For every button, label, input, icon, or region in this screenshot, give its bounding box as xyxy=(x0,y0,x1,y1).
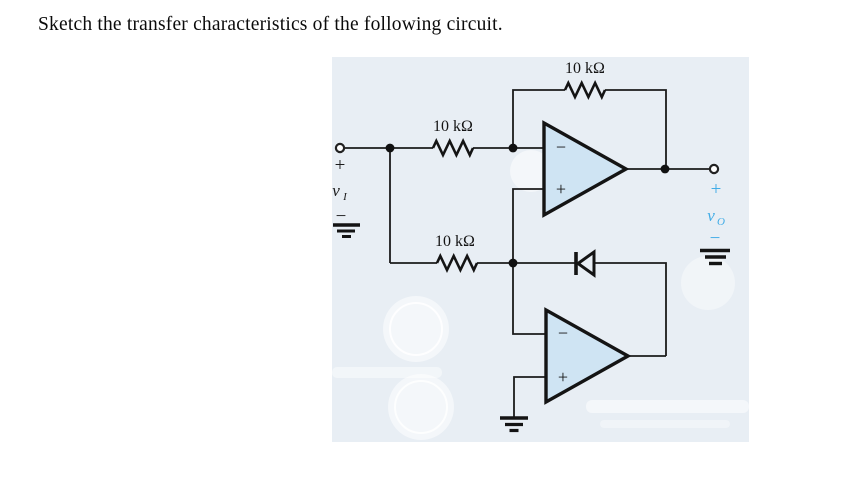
input-voltage-label: v xyxy=(332,181,340,200)
wire-diode-to-opamp2-output xyxy=(594,262,667,356)
output-minus-sign: − xyxy=(710,228,721,249)
node-rectifier xyxy=(508,258,518,268)
resistor-feedback: 10 kΩ xyxy=(563,60,607,101)
node-inverting-input xyxy=(508,143,518,153)
junction-dots xyxy=(385,143,670,268)
diode xyxy=(574,249,596,278)
wire-node-to-opamp2-inverting xyxy=(512,263,545,335)
opamp-bottom-triangle xyxy=(544,307,632,405)
problem-statement: Sketch the transfer characteristics of t… xyxy=(38,14,503,35)
node-output xyxy=(660,164,670,174)
input-minus-sign: − xyxy=(336,206,347,227)
wire-opamp1-noninverting xyxy=(512,188,543,263)
opamp-top-noninverting-mark: + xyxy=(556,179,566,199)
output-voltage-label: v xyxy=(707,206,715,225)
wire-feedback-right xyxy=(605,89,667,169)
output-terminal-labels: + v O − xyxy=(707,179,725,249)
output-plus-sign: + xyxy=(711,179,722,200)
opamp-top-inverting-mark: − xyxy=(556,137,566,157)
resistor-lower-label: 10 kΩ xyxy=(435,233,475,250)
diode-triangle xyxy=(575,249,596,278)
opamp-bottom-noninverting-mark: + xyxy=(558,367,568,387)
wire-opamp2-noninverting-to-ground xyxy=(513,376,545,417)
resistor-input: 10 kΩ xyxy=(431,118,475,159)
resistor-zigzag xyxy=(435,252,479,274)
circuit-panel xyxy=(332,57,749,442)
input-terminal-labels: + v I − xyxy=(332,155,348,227)
resistor-zigzag xyxy=(563,79,607,101)
input-voltage-subscript: I xyxy=(342,191,348,203)
resistor-input-label: 10 kΩ xyxy=(433,118,473,135)
output-terminal-circle xyxy=(708,163,720,175)
input-terminal-circle xyxy=(334,142,346,154)
ground-symbol-input xyxy=(333,223,360,238)
resistor-feedback-label: 10 kΩ xyxy=(565,60,605,77)
watermark-blobs xyxy=(332,150,749,440)
opamp-bottom: − + xyxy=(544,307,632,405)
ground-symbol-opamp2 xyxy=(500,416,528,433)
resistor-zigzag xyxy=(431,137,475,159)
ground-symbol-output xyxy=(700,248,730,266)
node-input-branch xyxy=(385,143,395,153)
wire-feedback-left xyxy=(512,89,565,148)
opamp-bottom-inverting-mark: − xyxy=(558,323,568,343)
resistor-lower: 10 kΩ xyxy=(435,233,479,274)
opamp-top: − + xyxy=(542,120,630,218)
opamp-top-triangle xyxy=(542,120,630,218)
input-plus-sign: + xyxy=(335,155,346,176)
output-voltage-subscript: O xyxy=(717,216,725,228)
